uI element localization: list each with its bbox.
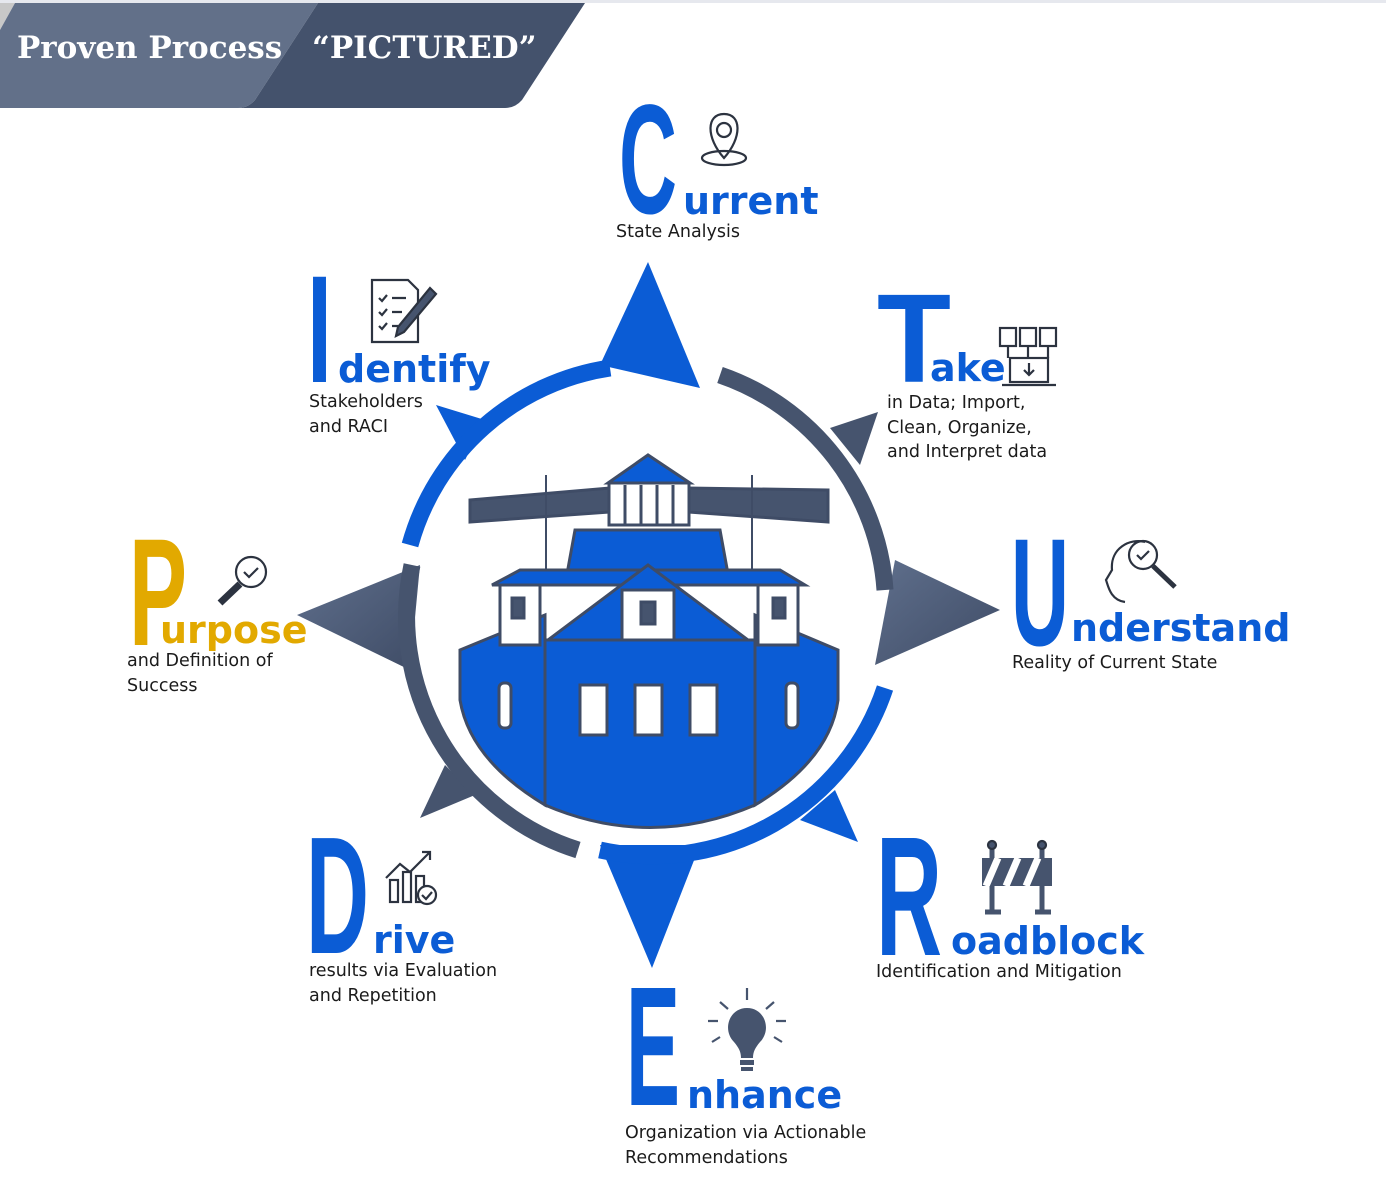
step-word: nhance — [687, 1073, 842, 1117]
south-point — [600, 845, 700, 968]
step-word: ake — [930, 346, 1006, 390]
banner-left-segment — [0, 3, 318, 108]
ring-arc-se — [598, 685, 894, 865]
step-word: nderstand — [1071, 606, 1290, 650]
head-magnifier-icon — [1104, 539, 1177, 604]
location-pin-icon — [700, 112, 748, 167]
step-subtitle-current: State Analysis — [616, 222, 740, 242]
step-subtitle-drive: results via Evaluation and Repetition — [309, 961, 498, 1006]
ring-arc-nw — [401, 359, 612, 548]
banner-title-right: “PICTURED” — [312, 30, 537, 66]
step-letter: R — [876, 802, 942, 992]
northwest-point — [436, 405, 485, 460]
step-subtitle-roadblock: Identification and Mitigation — [876, 962, 1122, 982]
roadblock-barrier-icon — [982, 839, 1052, 915]
header-banner — [0, 3, 585, 108]
data-download-laptop-icon — [998, 326, 1058, 387]
compass-points — [297, 262, 1000, 968]
northeast-point — [830, 412, 878, 465]
north-point — [600, 262, 700, 388]
compass-ring — [398, 359, 894, 865]
step-letter: P — [129, 507, 187, 678]
southwest-point — [420, 765, 475, 818]
step-letter: T — [877, 268, 951, 409]
step-subtitle-take: in Data; Import, Clean, Organize, and In… — [887, 393, 1048, 462]
ring-arc-ne — [717, 366, 894, 591]
magnifier-check-icon — [217, 555, 268, 606]
step-letter: D — [306, 803, 369, 989]
step-purpose: P urpose — [129, 507, 308, 678]
step-letter: I — [307, 244, 332, 415]
step-drive: D rive — [306, 803, 455, 989]
step-letter: U — [1011, 507, 1069, 678]
top-divider — [0, 0, 1386, 3]
step-word: oadblock — [951, 919, 1145, 963]
step-word: urpose — [160, 608, 308, 652]
step-current: C urrent — [619, 73, 819, 247]
step-subtitle-enhance: Organization via Actionable Recommendati… — [625, 1123, 867, 1168]
banner-title-left: Proven Process — [17, 30, 283, 66]
step-subtitle-purpose: and Definition of Success — [127, 651, 273, 696]
step-word: rive — [373, 918, 455, 962]
step-identify: I dentify — [307, 244, 491, 415]
step-letter: C — [619, 73, 677, 247]
building-icon — [458, 453, 840, 829]
step-word: dentify — [338, 347, 491, 391]
growth-chart-icon — [385, 850, 438, 906]
step-word: urrent — [683, 179, 819, 223]
step-enhance: E nhance — [626, 952, 842, 1142]
west-point — [297, 565, 420, 670]
southeast-point — [800, 790, 858, 842]
east-point — [875, 560, 1000, 665]
step-subtitle-identify: Stakeholders and RACI — [309, 392, 423, 437]
step-letter: E — [626, 952, 680, 1142]
step-roadblock: R oadblock — [876, 802, 1145, 992]
step-understand: U nderstand — [1011, 507, 1290, 678]
ring-arc-sw — [398, 563, 581, 859]
banner-right-segment — [238, 3, 585, 108]
step-subtitle-understand: Reality of Current State — [1012, 653, 1218, 673]
checklist-pen-icon — [370, 278, 438, 344]
lightbulb-icon — [708, 988, 786, 1071]
step-take: T ake — [877, 268, 1006, 409]
